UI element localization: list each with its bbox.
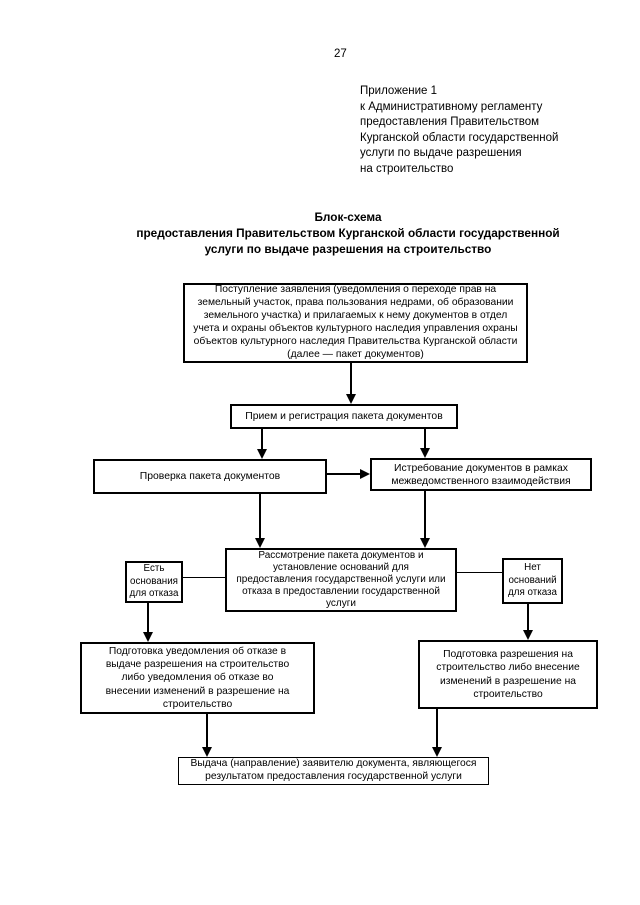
arrowhead-right-icon — [360, 469, 370, 479]
flow-box-issue-line: результатом предоставления государственн… — [205, 771, 462, 782]
connector-groundsyes-review — [182, 577, 225, 578]
appendix-line: услуги по выдаче разрешения — [360, 147, 522, 160]
flow-box-grounds-no-line: для отказа — [508, 587, 557, 599]
arrowhead-down-icon — [346, 394, 356, 404]
appendix-header: Приложение 1 к Административному регламе… — [360, 84, 595, 178]
connector-registration-check — [261, 428, 263, 450]
flow-box-refusal: Подготовка уведомления об отказе в выдач… — [80, 642, 315, 714]
flow-box-review-line: Рассмотрение пакета документов и — [258, 549, 424, 561]
connector-intake-registration — [350, 362, 352, 395]
connector-review-groundsno — [457, 572, 502, 573]
flow-box-intake-line: (далее — пакет документов) — [287, 348, 424, 360]
scheme-title-line: Блок-схема — [314, 210, 382, 224]
flow-box-intake: Поступление заявления (уведомления о пер… — [183, 283, 528, 363]
flow-box-grounds-no-line: Нет — [524, 561, 541, 573]
flow-box-grounds-yes-line: для отказа — [129, 588, 179, 600]
flow-box-grounds-yes-line: основания — [130, 575, 178, 587]
appendix-line: Приложение 1 — [360, 85, 438, 97]
flow-box-review-line: услуги — [326, 598, 356, 610]
flow-box-refusal-line: либо уведомления об отказе во — [121, 672, 274, 684]
flow-box-grounds-no: Нет оснований для отказа — [502, 558, 563, 604]
flow-box-grounds-yes-line: Есть — [143, 563, 165, 575]
flow-box-grounds-no-line: оснований — [508, 574, 557, 586]
flow-box-review-line: отказа в предоставлении государственной — [242, 586, 440, 598]
scheme-title-line: услуги по выдаче разрешения на строитель… — [204, 242, 492, 256]
connector-refusal-issue — [206, 714, 208, 748]
flow-box-check-label: Проверка пакета документов — [139, 471, 281, 482]
flow-box-permit: Подготовка разрешения на строительство л… — [418, 640, 598, 709]
flow-box-registration-label: Прием и регистрация пакета документов — [245, 411, 443, 422]
flow-box-refusal-line: выдаче разрешения на строительство — [105, 659, 290, 671]
connector-check-interagency — [327, 473, 361, 475]
flow-box-intake-line: земельного участка) и прилагаемых к нему… — [203, 310, 508, 322]
flow-box-review: Рассмотрение пакета документов и установ… — [225, 548, 457, 612]
arrowhead-down-icon — [202, 747, 212, 757]
connector-groundsyes-refusal — [147, 603, 149, 633]
flow-box-refusal-line: строительство — [162, 698, 233, 710]
flow-box-permit-line: строительство либо внесение — [436, 662, 580, 674]
arrowhead-down-icon — [432, 747, 442, 757]
flow-box-issue: Выдача (направление) заявителю документа… — [178, 757, 489, 785]
connector-groundsno-permit — [527, 604, 529, 631]
flow-box-intake-line: учета и охраны объектов культурного насл… — [193, 323, 518, 334]
page-number: 27 — [334, 48, 347, 60]
arrowhead-down-icon — [420, 538, 430, 548]
flow-box-interagency-line: межведомственного взаимодействия — [391, 475, 571, 487]
arrowhead-down-icon — [143, 632, 153, 642]
appendix-line: предоставления Правительством — [360, 116, 540, 129]
flow-box-issue-line: Выдача (направление) заявителю документа… — [190, 758, 477, 770]
scheme-title-line: предоставления Правительством Курганской… — [136, 226, 560, 240]
connector-registration-interagency — [424, 428, 426, 449]
arrowhead-down-icon — [420, 448, 430, 458]
flow-box-permit-line: Подготовка разрешения на — [443, 648, 573, 660]
flow-box-intake-line: Поступление заявления (уведомления о пер… — [214, 284, 497, 296]
flow-box-intake-line: земельный участок, права пользования нед… — [197, 297, 514, 309]
connector-interagency-review — [424, 491, 426, 540]
arrowhead-down-icon — [523, 630, 533, 640]
flow-box-registration: Прием и регистрация пакета документов — [230, 404, 458, 429]
flow-box-refusal-line: внесении изменений в разрешение на — [105, 685, 290, 697]
flow-box-interagency: Истребование документов в рамках межведо… — [370, 458, 592, 491]
connector-check-review — [259, 494, 261, 540]
flow-box-intake-line: объектов культурного наследия Правительс… — [193, 335, 518, 347]
appendix-line: к Административному регламенту — [360, 100, 543, 113]
flow-box-grounds-yes: Есть основания для отказа — [125, 561, 183, 603]
flow-box-refusal-line: Подготовка уведомления об отказе в — [108, 646, 287, 657]
flow-box-review-line: установление оснований для — [273, 561, 409, 573]
connector-permit-issue — [436, 709, 438, 748]
flow-box-review-line: предоставления государственной услуги ил… — [236, 573, 446, 585]
flow-box-check: Проверка пакета документов — [93, 459, 327, 494]
flow-box-permit-line: строительство — [473, 688, 543, 700]
appendix-line: Курганской области государственной — [360, 131, 559, 144]
arrowhead-down-icon — [257, 449, 267, 459]
flow-box-permit-line: изменений в разрешение на — [439, 675, 576, 687]
scheme-title: Блок-схема предоставления Правительством… — [56, 209, 640, 257]
arrowhead-down-icon — [255, 538, 265, 548]
appendix-line: на строительство — [360, 162, 454, 175]
flow-box-interagency-line: Истребование документов в рамках — [394, 462, 568, 474]
